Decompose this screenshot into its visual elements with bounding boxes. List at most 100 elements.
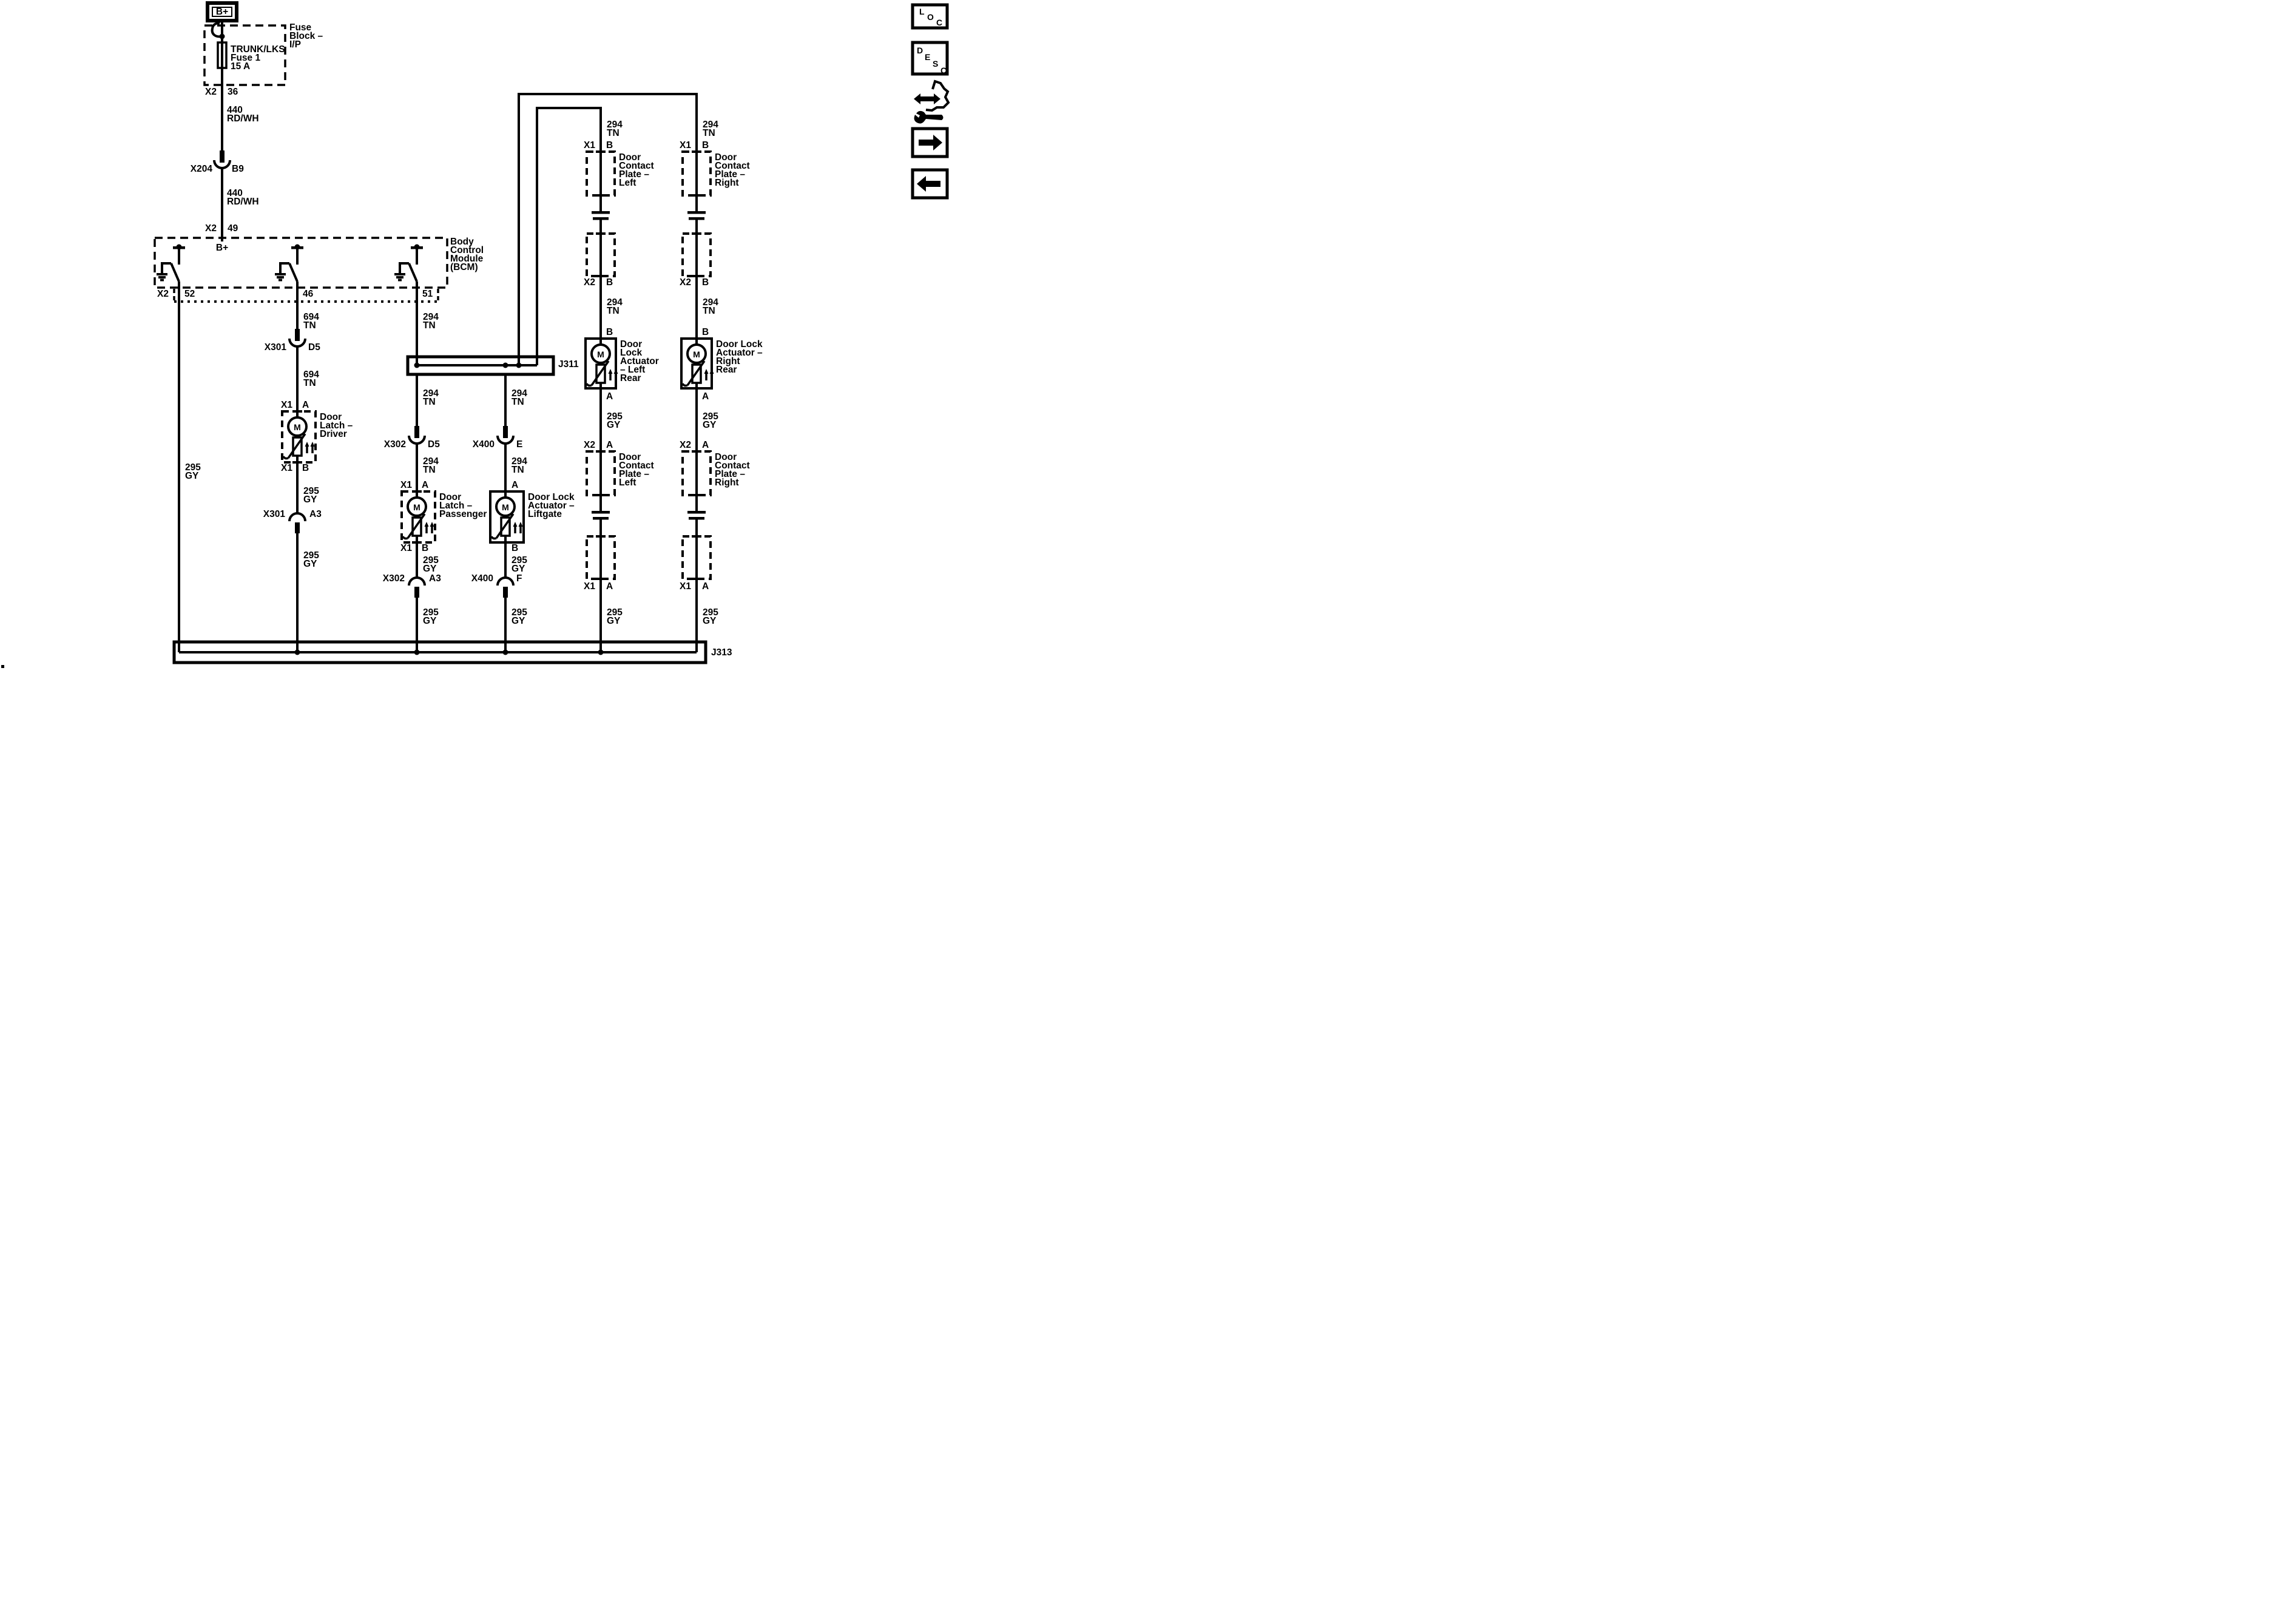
rr-wire-295-bot-color: GY xyxy=(703,616,717,626)
fuse-out-pin: 36 xyxy=(228,87,238,97)
right-rear-branch: 294 TN X1 B Door Contact Plate – Right X… xyxy=(680,120,763,652)
liftgate-actuator-branch: 294 TN X400 E 294 TN A M Door Lock Actua… xyxy=(471,374,575,652)
wiring-diagram-canvas: B+ Fuse Block – I/P TRUNK/LKS Fuse 1 15 … xyxy=(1,1,950,668)
loc-button[interactable]: L O C xyxy=(911,3,949,30)
desc-letter-s: S xyxy=(933,59,938,69)
rr-plate-top-label-3: Plate – xyxy=(715,169,745,180)
lr-wire-295-color: GY xyxy=(607,420,621,430)
rr-plate-bottom-label-4: Right xyxy=(715,478,739,488)
rr-actuator-label-1: Door Lock xyxy=(716,339,763,349)
x302-d5-pin: D5 xyxy=(428,439,440,450)
passenger-latch-out-connector: X1 xyxy=(400,543,412,553)
ptc-icon-driver xyxy=(282,433,316,460)
bcm-driver-switch-icon xyxy=(155,243,186,289)
rr-plate-top-out-connector: X2 xyxy=(680,277,691,288)
harness-outline-icon xyxy=(925,79,950,112)
x302-a3-pin: A3 xyxy=(429,573,441,584)
fuse-block-box xyxy=(203,24,286,86)
j313-junction: J313 xyxy=(172,640,732,664)
desc-letter-c: C xyxy=(940,66,947,75)
rr-wire-294-top-color: TN xyxy=(703,128,715,138)
wire-294-feed-circuit: 294 xyxy=(423,312,439,322)
driver-latch-out-connector: X1 xyxy=(281,463,292,473)
inline-connector-icon-x204 xyxy=(213,149,231,169)
liftgate-in-pin: A xyxy=(512,480,518,490)
lr-wire-294-mid-circuit: 294 xyxy=(607,297,623,308)
lr-wire-294-top-color: TN xyxy=(607,128,620,138)
rr-wire-295-bot-circuit: 295 xyxy=(703,607,718,618)
wire-694-upper-circuit: 694 xyxy=(303,312,319,322)
rr-actuator-out-pin: A xyxy=(702,391,709,402)
rr-plate-top-label-2: Contact xyxy=(715,161,750,171)
x400-e-pin: E xyxy=(516,439,522,450)
motor-letter-passenger: M xyxy=(413,502,420,512)
wire-295-a-circuit: 295 xyxy=(303,486,319,496)
rr-wire-294-mid-color: TN xyxy=(703,306,715,316)
wiring-repair-icon[interactable] xyxy=(914,79,950,124)
motor-letter-liftgate: M xyxy=(502,502,509,512)
fuse-out-connector: X2 xyxy=(205,87,217,97)
viewer-sidebar: L O C D E S C xyxy=(911,3,950,200)
lr-actuator-in-pin: B xyxy=(606,327,613,337)
lr-actuator-label-1: Door xyxy=(620,339,642,349)
rr-plate-bottom-in-connector: X2 xyxy=(680,440,691,450)
lr-plate-top-in-connector: X1 xyxy=(584,140,595,150)
inline-connector-icon-x302-a3 xyxy=(408,576,426,599)
lr-plate-bottom-in-pin: A xyxy=(606,440,613,450)
lr-wire-295-bot-color: GY xyxy=(607,616,621,626)
lr-actuator-label-3: Actuator xyxy=(620,356,659,366)
lr-plate-top-label-3: Plate – xyxy=(619,169,649,180)
wire-294-lift-b-circuit: 294 xyxy=(512,456,527,467)
fuse-rating: 15 A xyxy=(231,61,250,72)
bcm-bplus-label: B+ xyxy=(216,243,228,253)
wire-294-pass-a-color: TN xyxy=(423,397,436,407)
lr-plate-top-out-connector: X2 xyxy=(584,277,595,288)
desc-letter-e: E xyxy=(925,52,930,62)
rr-plate-bottom-label-1: Door xyxy=(715,452,737,462)
ptc-icon-passenger xyxy=(402,513,436,540)
lr-plate-bottom-label-2: Contact xyxy=(619,461,654,471)
driver-latch-label-1: Door xyxy=(320,412,342,422)
x301-d5-connector: X301 xyxy=(265,342,287,353)
liftgate-actuator-box xyxy=(489,490,525,544)
wire-295-a-color: GY xyxy=(303,495,317,505)
lr-contact-plate-icon-top xyxy=(592,211,610,220)
fuse-number: Fuse 1 xyxy=(231,53,260,63)
wire-295-lift-b-color: GY xyxy=(512,616,525,626)
bcm-label-4: (BCM) xyxy=(450,262,478,272)
arrow-right-icon xyxy=(919,135,942,150)
rr-actuator-label-3: Right xyxy=(716,356,740,366)
x302-d5-connector: X302 xyxy=(384,439,406,450)
passenger-latch-branch: 294 TN X302 D5 294 TN X1 A M Door Latch … xyxy=(383,374,487,652)
rr-plate-bottom-out-connector: X1 xyxy=(680,581,691,592)
bcm-pin-51: 51 xyxy=(422,289,433,299)
liftgate-label-3: Liftgate xyxy=(528,509,562,519)
wire-295-pass-b-color: GY xyxy=(423,616,437,626)
bcm-label-3: Module xyxy=(450,254,484,264)
j311-label: J311 xyxy=(558,359,579,370)
wire-440-upper-color: RD/WH xyxy=(227,113,259,124)
wire-440-lower-color: RD/WH xyxy=(227,197,259,207)
driver-latch-label-3: Driver xyxy=(320,429,347,439)
j311-box xyxy=(406,355,555,376)
x301-a3-connector: X301 xyxy=(263,509,286,519)
driver-latch-in-pin: A xyxy=(302,400,309,410)
x400-e-connector: X400 xyxy=(473,439,495,450)
schematic-page: B+ Fuse Block – I/P TRUNK/LKS Fuse 1 15 … xyxy=(0,0,951,670)
wire-294-lift-b-color: TN xyxy=(512,465,524,475)
x301-d5-pin: D5 xyxy=(308,342,320,353)
driver-latch-in-connector: X1 xyxy=(281,400,292,410)
rr-actuator-label-2: Actuator – xyxy=(716,348,763,358)
rr-plate-top-in-connector: X1 xyxy=(680,140,691,150)
wire-295-b-circuit: 295 xyxy=(303,550,319,561)
prev-page-button[interactable] xyxy=(911,168,949,200)
motor-letter-right-rear: M xyxy=(693,349,700,359)
fuse-icon xyxy=(217,41,228,69)
arrow-left-icon xyxy=(917,176,940,192)
desc-button[interactable]: D E S C xyxy=(911,41,949,76)
next-page-button[interactable] xyxy=(911,127,949,158)
bcm-label-2: Control xyxy=(450,245,484,255)
bcm-box xyxy=(154,237,448,289)
lr-wire-294-mid-color: TN xyxy=(607,306,620,316)
wire-440-lower-circuit: 440 xyxy=(227,188,243,198)
